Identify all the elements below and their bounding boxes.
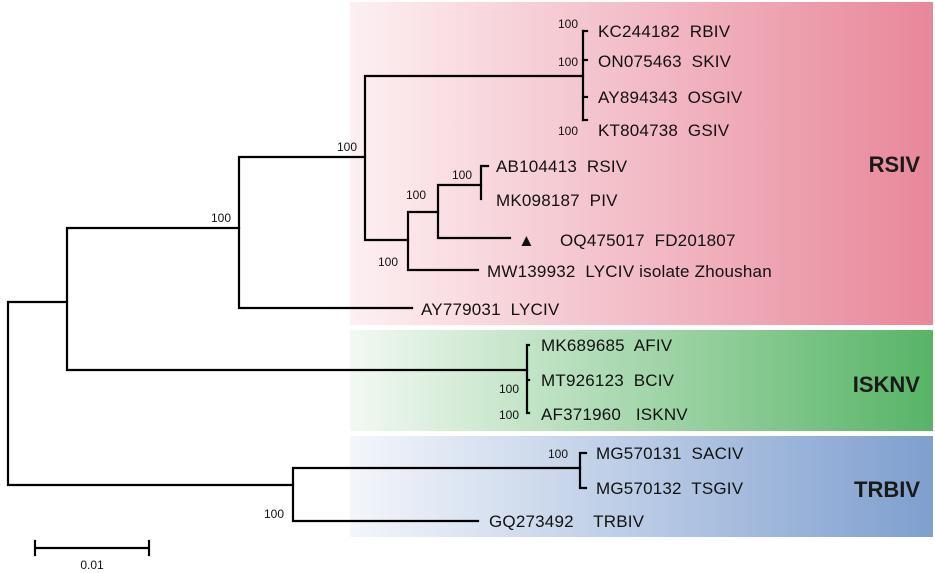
clade-band-rsiv <box>350 2 933 325</box>
branch-node-trbiv <box>291 466 582 523</box>
taxon-label: MG570132 TSGIV <box>596 479 744 498</box>
taxon-label: MK098187 PIV <box>496 191 618 210</box>
taxon-label: AY894343 OSGIV <box>598 88 743 107</box>
scale-bar: 0.01 <box>33 539 151 572</box>
bootstrap-value: 100 <box>499 382 519 396</box>
bootstrap-value: 100 <box>499 408 519 422</box>
taxon-label: GQ273492 TRBIV <box>489 512 645 531</box>
bootstrap-values: 100 100 100 100 100 100 100 100 100 100 … <box>211 17 578 521</box>
taxon-label: MK689685 AFIV <box>541 336 673 355</box>
taxon-label: AB104413 RSIV <box>496 157 628 176</box>
bootstrap-value: 100 <box>452 168 472 182</box>
bootstrap-value: 100 <box>337 140 357 154</box>
branch-root <box>6 300 295 487</box>
bootstrap-value: 100 <box>378 255 398 269</box>
clade-label-isknv: ISKNV <box>853 372 921 397</box>
branch-node-isknv <box>525 343 531 415</box>
tree-branches <box>6 29 589 523</box>
bootstrap-value: 100 <box>211 211 231 225</box>
clade-band-isknv <box>350 330 933 431</box>
taxon-label: MG570131 SACIV <box>596 444 744 463</box>
taxon-label: KT804738 GSIV <box>598 121 730 140</box>
branch-node-c <box>363 74 585 242</box>
taxon-label: MT926123 BCIV <box>541 371 675 390</box>
taxon-label: AF371960 ISKNV <box>541 405 688 424</box>
branch-node-e <box>406 210 480 272</box>
branch-node-saciv <box>578 451 588 490</box>
taxon-label: MW139932 LYCIV isolate Zhoushan <box>487 262 772 281</box>
taxon-label: OQ475017 FD201807 <box>560 231 736 250</box>
branch-node-b <box>237 155 414 310</box>
branch-node-g <box>479 164 490 201</box>
branch-node-f <box>436 183 512 240</box>
taxon-label: KC244182 RBIV <box>598 22 731 41</box>
scale-bar-line <box>33 539 151 557</box>
bootstrap-value: 100 <box>548 447 568 461</box>
taxon-labels: KC244182 RBIV ON075463 SKIV AY894343 OSG… <box>421 22 772 531</box>
bootstrap-value: 100 <box>406 188 426 202</box>
bootstrap-value: 100 <box>558 55 578 69</box>
clade-label-rsiv: RSIV <box>869 152 921 177</box>
taxon-label: ON075463 SKIV <box>598 52 732 71</box>
scale-bar-label: 0.01 <box>80 558 104 572</box>
bootstrap-value: 100 <box>264 507 284 521</box>
bootstrap-value: 100 <box>558 17 578 31</box>
marker-triangle-icon: ▲ <box>518 231 535 250</box>
bootstrap-value: 100 <box>558 124 578 138</box>
branch-node-a <box>65 226 529 372</box>
clade-label-trbiv: TRBIV <box>854 477 920 502</box>
taxon-label: AY779031 LYCIV <box>421 300 560 319</box>
